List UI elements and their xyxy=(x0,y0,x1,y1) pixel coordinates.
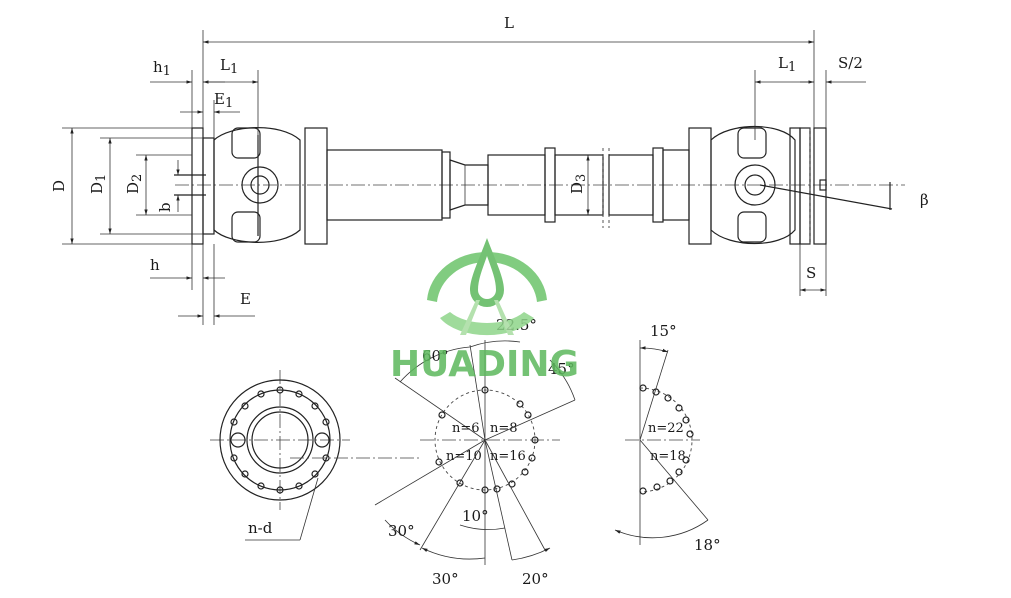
right-shaft-flange xyxy=(688,127,712,245)
label-L1-left: L1 xyxy=(220,56,238,77)
label-D: D xyxy=(50,180,68,192)
right-cross-bearing xyxy=(734,164,776,206)
shaft-elevation: β L L1 h1 E1 L1 S/2 D xyxy=(50,14,929,325)
flange-outer-circle xyxy=(219,379,341,501)
label-b: b xyxy=(156,202,174,212)
logo-text: HUADING xyxy=(390,344,579,385)
left-cross-bearing xyxy=(241,166,279,204)
label-angle-10: 10° xyxy=(462,507,489,525)
label-L1-right: L1 xyxy=(778,54,796,75)
label-E: E xyxy=(240,290,251,308)
label-angle-30-a: 30° xyxy=(388,522,415,540)
label-n-d: n-d xyxy=(248,519,273,537)
beta-angle-line xyxy=(759,184,893,210)
label-S: S xyxy=(806,264,816,282)
label-D3: D3 xyxy=(568,174,589,194)
label-D2: D2 xyxy=(124,174,145,194)
left-flange-ring xyxy=(202,137,215,235)
water-drop-logo-icon xyxy=(427,238,547,336)
right-yoke xyxy=(710,125,796,245)
left-flange-plate xyxy=(191,127,204,245)
label-E1: E1 xyxy=(214,90,233,111)
label-angle-60: 60° xyxy=(422,347,449,365)
label-angle-15: 15° xyxy=(650,322,677,340)
label-L: L xyxy=(504,14,514,32)
hole-pattern-right: 15° n=22 n=18 18° xyxy=(614,322,721,554)
label-angle-18: 18° xyxy=(694,536,721,554)
flange-end-view: n-d xyxy=(210,370,420,541)
label-n8: n=8 xyxy=(490,421,518,436)
label-n18: n=18 xyxy=(650,449,686,464)
label-n22: n=22 xyxy=(648,421,684,436)
label-h1: h1 xyxy=(153,58,171,79)
label-h: h xyxy=(150,256,160,274)
label-D1: D1 xyxy=(88,174,109,194)
huading-logo: HUADING xyxy=(390,238,579,385)
flange-bore xyxy=(246,406,314,474)
label-n6: n=6 xyxy=(452,421,480,436)
label-angle-45: 45° xyxy=(548,360,575,378)
label-angle-20: 20° xyxy=(522,570,549,588)
label-S-half: S/2 xyxy=(838,54,863,72)
left-shaft-flange xyxy=(304,127,328,245)
left-yoke xyxy=(213,127,301,243)
label-angle-30-b: 30° xyxy=(432,570,459,588)
label-n16: n=16 xyxy=(490,449,526,464)
label-n10: n=10 xyxy=(446,449,482,464)
beta-label: β xyxy=(920,191,929,209)
